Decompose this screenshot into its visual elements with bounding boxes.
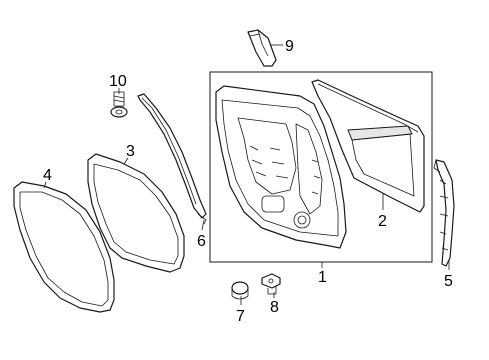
weatherstrip-channel-part bbox=[137, 93, 207, 225]
leader-6 bbox=[201, 219, 205, 231]
outer-door-panel-part bbox=[311, 79, 425, 213]
callout-10: 10 bbox=[109, 73, 127, 90]
clip-fastener-part bbox=[261, 273, 281, 295]
callout-3: 3 bbox=[126, 143, 135, 160]
assembly-frame bbox=[209, 71, 433, 263]
upper-bracket-part bbox=[247, 29, 277, 67]
screw-10-part bbox=[110, 91, 128, 118]
side-guide-strip-part bbox=[433, 159, 455, 267]
door-seal-inner-part bbox=[87, 153, 185, 273]
leader-4 bbox=[43, 181, 47, 189]
leader-lines bbox=[43, 44, 450, 305]
door-seal-outer-part bbox=[13, 181, 115, 313]
callout-2: 2 bbox=[378, 213, 387, 230]
grommet-plug-part bbox=[231, 281, 249, 300]
door-shell-inner-part bbox=[215, 85, 347, 249]
callout-1: 1 bbox=[318, 269, 327, 286]
callout-5: 5 bbox=[444, 273, 453, 290]
callout-7: 7 bbox=[236, 308, 245, 325]
leader-3 bbox=[123, 157, 129, 165]
callout-4: 4 bbox=[43, 167, 52, 184]
callout-8: 8 bbox=[270, 299, 279, 316]
callout-9: 9 bbox=[285, 38, 294, 55]
callout-6: 6 bbox=[197, 233, 206, 250]
